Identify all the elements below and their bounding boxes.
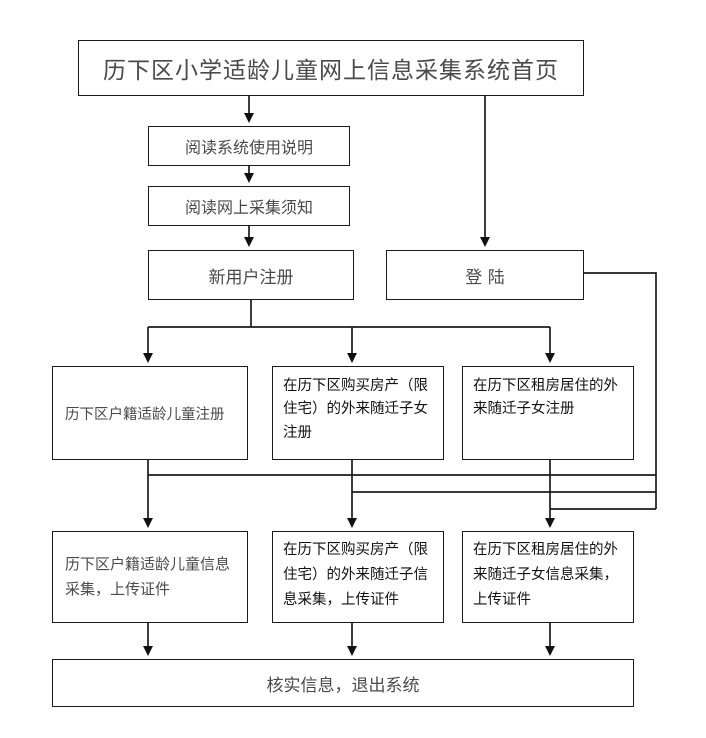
node-new-user-register[interactable]: 新用户注册 xyxy=(148,250,354,300)
node-label: 阅读网上采集须知 xyxy=(184,198,313,217)
node-register-homebuyer-migrant-child[interactable]: 在历下区购买房产（限住宅）的外来随迁子女注册 xyxy=(272,366,444,460)
node-label: 在历下区租房居住的外来随迁子女信息采集，上传证件 xyxy=(473,542,618,608)
node-label: 阅读系统使用说明 xyxy=(184,138,313,157)
node-label: 历下区户籍适龄儿童信息采集，上传证件 xyxy=(65,555,231,598)
node-register-local-household-child[interactable]: 历下区户籍适龄儿童注册 xyxy=(52,366,248,460)
node-system-homepage-title: 历下区小学适龄儿童网上信息采集系统首页 xyxy=(78,40,584,96)
node-read-online-collection-notice[interactable]: 阅读网上采集须知 xyxy=(148,186,350,226)
node-register-renter-migrant-child[interactable]: 在历下区租房居住的外来随迁子女注册 xyxy=(462,366,634,460)
node-label: 在历下区购买房产（限住宅）的外来随迁子信息采集，上传证件 xyxy=(283,542,428,608)
node-label: 历下区户籍适龄儿童注册 xyxy=(65,406,225,423)
node-verify-info-and-exit[interactable]: 核实信息，退出系统 xyxy=(52,659,634,707)
node-login[interactable]: 登 陆 xyxy=(386,250,584,300)
node-label: 登 陆 xyxy=(465,267,505,288)
node-label: 新用户注册 xyxy=(208,267,294,288)
node-label: 在历下区租房居住的外来随迁子女注册 xyxy=(473,378,618,418)
node-collect-local-household-child[interactable]: 历下区户籍适龄儿童信息采集，上传证件 xyxy=(52,531,248,623)
node-label: 在历下区购买房产（限住宅）的外来随迁子女注册 xyxy=(283,378,428,441)
node-collect-homebuyer-migrant-child[interactable]: 在历下区购买房产（限住宅）的外来随迁子信息采集，上传证件 xyxy=(272,531,444,623)
node-read-system-manual[interactable]: 阅读系统使用说明 xyxy=(148,126,350,166)
node-label: 核实信息，退出系统 xyxy=(266,675,420,696)
node-collect-renter-migrant-child[interactable]: 在历下区租房居住的外来随迁子女信息采集，上传证件 xyxy=(462,531,634,623)
node-label: 历下区小学适龄儿童网上信息采集系统首页 xyxy=(103,58,559,84)
